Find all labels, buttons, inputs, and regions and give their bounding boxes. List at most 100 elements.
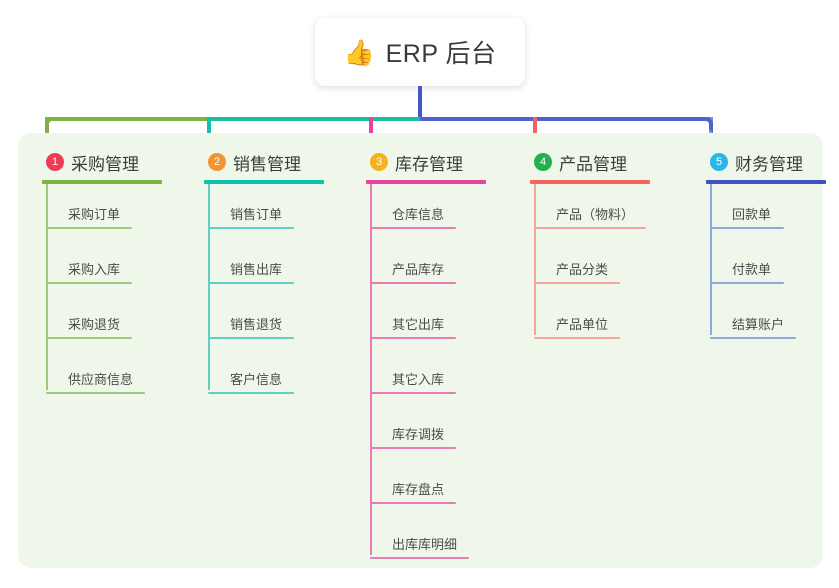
column-spine-1 (46, 184, 48, 390)
column-badge-4: 4 (534, 153, 552, 171)
thumbs-up-icon: 👍 (343, 37, 375, 67)
leaf-item[interactable]: 销售订单 (208, 207, 294, 229)
leaf-label: 采购入库 (68, 262, 121, 277)
leaf-label: 其它出库 (392, 317, 445, 332)
leaf-label: 产品（物料） (556, 207, 635, 222)
leaf-item[interactable]: 回款单 (710, 207, 784, 229)
leaf-rule (370, 447, 456, 449)
leaf-item[interactable]: 仓库信息 (370, 207, 456, 229)
leaf-rule (534, 282, 620, 284)
connector-elbow-left (45, 117, 61, 133)
leaf-label: 客户信息 (230, 372, 283, 387)
leaf-label: 采购订单 (68, 207, 121, 222)
root-node[interactable]: 👍 ERP 后台 (315, 18, 525, 86)
leaf-label: 付款单 (732, 262, 772, 277)
leaf-item[interactable]: 出库库明细 (370, 537, 469, 559)
leaf-rule (710, 337, 796, 339)
column-rule-4 (530, 180, 650, 184)
column-title-3: 库存管理 (395, 154, 463, 174)
leaf-item[interactable]: 其它出库 (370, 317, 456, 339)
leaf-item[interactable]: 销售退货 (208, 317, 294, 339)
leaf-item[interactable]: 产品单位 (534, 317, 620, 339)
column-spine-3 (370, 184, 372, 555)
leaf-label: 仓库信息 (392, 207, 445, 222)
leaf-label: 产品单位 (556, 317, 609, 332)
column-badge-3: 3 (370, 153, 388, 171)
leaf-item[interactable]: 客户信息 (208, 372, 294, 394)
column-badge-5: 5 (710, 153, 728, 171)
column-header-4[interactable]: 4 产品管理 (530, 147, 650, 177)
leaf-label: 库存调拨 (392, 427, 445, 442)
column-rule-3 (366, 180, 486, 184)
column-1: 1 采购管理采购订单采购入库采购退货供应商信息 (42, 147, 162, 394)
root-stem (418, 86, 422, 121)
leaf-rule (370, 337, 456, 339)
leaf-item[interactable]: 付款单 (710, 262, 784, 284)
column-badge-2: 2 (208, 153, 226, 171)
column-rule-1 (42, 180, 162, 184)
leaf-rule (370, 392, 456, 394)
leaf-label: 供应商信息 (68, 372, 134, 387)
leaf-rule (370, 282, 456, 284)
column-2: 2 销售管理销售订单销售出库销售退货客户信息 (204, 147, 324, 394)
leaf-rule (208, 392, 294, 394)
leaf-item[interactable]: 采购订单 (46, 207, 132, 229)
leaf-rule (534, 337, 620, 339)
leaf-item[interactable]: 其它入库 (370, 372, 456, 394)
connector-drop-4 (533, 117, 537, 148)
connector-drop-3 (369, 117, 373, 148)
leaf-label: 产品库存 (392, 262, 445, 277)
root-title: ERP 后台 (385, 40, 497, 68)
leaf-rule (370, 227, 456, 229)
leaf-item[interactable]: 采购退货 (46, 317, 132, 339)
column-badge-1: 1 (46, 153, 64, 171)
leaf-item[interactable]: 产品库存 (370, 262, 456, 284)
column-title-5: 财务管理 (735, 154, 803, 174)
column-spine-4 (534, 184, 536, 335)
leaf-rule (710, 282, 784, 284)
leaf-label: 产品分类 (556, 262, 609, 277)
leaf-label: 库存盘点 (392, 482, 445, 497)
leaf-item[interactable]: 销售出库 (208, 262, 294, 284)
leaf-label: 采购退货 (68, 317, 121, 332)
column-rule-2 (204, 180, 324, 184)
leaf-item[interactable]: 库存盘点 (370, 482, 456, 504)
leaf-rule (46, 392, 145, 394)
leaf-label: 结算账户 (732, 317, 785, 332)
column-header-1[interactable]: 1 采购管理 (42, 147, 162, 177)
connector-bar-segment-2 (207, 117, 420, 121)
leaf-item[interactable]: 采购入库 (46, 262, 132, 284)
leaf-label: 回款单 (732, 207, 772, 222)
leaf-item[interactable]: 产品分类 (534, 262, 620, 284)
column-spine-2 (208, 184, 210, 390)
column-rule-5 (706, 180, 826, 184)
leaf-rule (370, 557, 469, 559)
leaf-rule (46, 337, 132, 339)
leaf-rule (208, 282, 294, 284)
leaf-label: 销售订单 (230, 207, 283, 222)
leaf-label: 其它入库 (392, 372, 445, 387)
leaf-rule (710, 227, 784, 229)
leaf-label: 销售出库 (230, 262, 283, 277)
diagram-canvas: 1 采购管理采购订单采购入库采购退货供应商信息 2 销售管理销售订单销售出库销售退货客… (18, 133, 826, 568)
column-header-5[interactable]: 5 财务管理 (706, 147, 826, 177)
connector-bar-segment-3 (420, 117, 713, 121)
column-title-1: 采购管理 (71, 154, 139, 174)
column-title-4: 产品管理 (559, 154, 627, 174)
connector-drop-2 (207, 117, 211, 148)
column-4: 4 产品管理产品（物料） 产品分类产品单位 (530, 147, 650, 339)
leaf-label: 出库库明细 (392, 537, 458, 552)
column-5: 5 财务管理回款单付款单结算账户 (706, 147, 826, 339)
connector-bar-segment-1 (45, 117, 207, 121)
leaf-item[interactable]: 库存调拨 (370, 427, 456, 449)
leaf-item[interactable]: 产品（物料） (534, 207, 646, 229)
column-title-2: 销售管理 (233, 154, 301, 174)
leaf-rule (46, 227, 132, 229)
leaf-rule (46, 282, 132, 284)
column-header-2[interactable]: 2 销售管理 (204, 147, 324, 177)
connector-elbow-right (697, 117, 713, 133)
leaf-item[interactable]: 供应商信息 (46, 372, 145, 394)
column-header-3[interactable]: 3 库存管理 (366, 147, 486, 177)
leaf-item[interactable]: 结算账户 (710, 317, 796, 339)
leaf-label: 销售退货 (230, 317, 283, 332)
